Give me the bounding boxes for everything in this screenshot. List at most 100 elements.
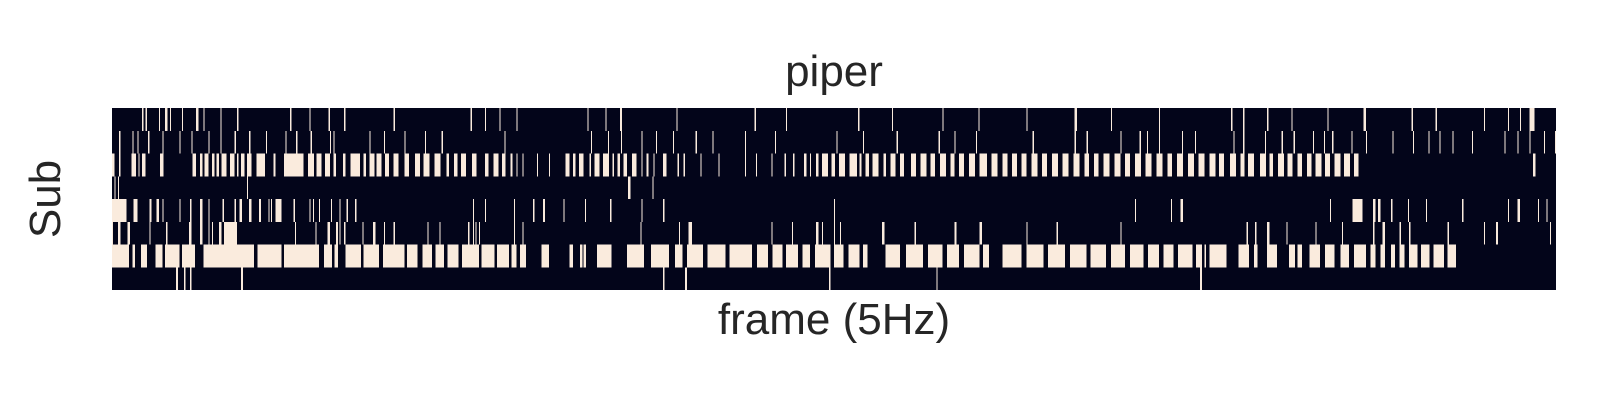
heatmap-cell: [821, 221, 824, 245]
heatmap-cell: [991, 153, 998, 177]
heatmap-cell: [1278, 153, 1285, 177]
heatmap-cell: [1259, 153, 1266, 177]
heatmap-cell: [1315, 153, 1322, 177]
heatmap-cell: [434, 153, 441, 177]
heatmap-cell: [1002, 244, 1022, 268]
heatmap-cell: [1209, 153, 1216, 177]
heatmap-cell: [1090, 244, 1106, 268]
heatmap-cell: [284, 244, 319, 268]
heatmap-cell: [246, 176, 248, 199]
heatmap-cell: [424, 130, 427, 154]
heatmap-cell: [369, 130, 371, 154]
heatmap-cell: [672, 130, 674, 154]
heatmap-cell: [1187, 153, 1194, 177]
heatmap-cell: [112, 199, 127, 222]
heatmap-cell: [1380, 244, 1386, 268]
heatmap-cell: [1158, 108, 1161, 131]
heatmap-cell: [473, 199, 475, 222]
heatmap-cell: [1447, 221, 1449, 245]
heatmap-cell: [468, 221, 470, 245]
heatmap-cell: [475, 221, 477, 245]
heatmap-cell: [930, 153, 936, 177]
heatmap-cell: [1125, 153, 1131, 177]
heatmap-cell: [335, 221, 338, 245]
heatmap-cell: [1012, 153, 1017, 177]
heatmap-cell: [446, 153, 449, 177]
heatmap-cell: [840, 221, 842, 245]
heatmap-cell: [1021, 153, 1027, 177]
heatmap-cell: [166, 221, 168, 245]
heatmap-cell: [756, 244, 768, 268]
chart-title: piper: [785, 47, 883, 96]
heatmap-cell: [1353, 244, 1366, 268]
heatmap-cell: [293, 199, 295, 222]
heatmap-cell: [404, 130, 406, 154]
heatmap-cell: [1370, 244, 1376, 268]
heatmap-cell: [542, 199, 544, 222]
heatmap-cell: [1533, 153, 1536, 177]
heatmap-cell: [1471, 130, 1473, 154]
heatmap-cell: [1086, 130, 1088, 154]
heatmap-cell: [344, 221, 346, 245]
heatmap-cell: [848, 244, 860, 268]
heatmap-cell: [1134, 153, 1141, 177]
heatmap-cell: [516, 108, 518, 131]
heatmap-cell: [1069, 244, 1087, 268]
heatmap-cell: [1233, 130, 1235, 154]
heatmap-cell: [1435, 108, 1437, 131]
heatmap-cell: [1392, 130, 1394, 154]
heatmap-cell: [1329, 199, 1331, 222]
heatmap-cell: [1297, 153, 1303, 177]
heatmap-cell: [1170, 199, 1173, 222]
heatmap-cell: [1134, 199, 1137, 222]
heatmap-row-4: [112, 199, 1548, 222]
heatmap-cell: [1309, 244, 1321, 268]
heatmap-cell: [1365, 130, 1368, 154]
heatmap-cell: [1543, 130, 1546, 154]
heatmap-cell: [112, 244, 129, 268]
heatmap-cell: [331, 199, 333, 222]
heatmap-cell: [1399, 221, 1401, 245]
heatmap-cell: [346, 199, 348, 222]
heatmap-cell: [1229, 153, 1236, 177]
heatmap-cell: [453, 153, 458, 177]
heatmap-cell: [1447, 244, 1457, 268]
heatmap-cell: [393, 221, 395, 245]
heatmap-cell: [275, 199, 282, 222]
heatmap-cell: [404, 153, 410, 177]
heatmap-cell: [1297, 244, 1303, 268]
y-axis-label: Sub: [21, 159, 70, 239]
heatmap-cell: [663, 267, 665, 290]
heatmap-cell: [565, 153, 570, 177]
heatmap-cell: [234, 199, 236, 222]
heatmap-cell: [155, 244, 157, 268]
heatmap-cell: [1537, 199, 1540, 222]
heatmap-cell: [1031, 153, 1038, 177]
heatmap-cell: [1409, 244, 1418, 268]
heatmap-cell: [785, 108, 788, 131]
heatmap-cell: [803, 153, 807, 177]
heatmap-cell: [849, 153, 857, 177]
heatmap-cell: [1327, 108, 1329, 131]
heatmap-cell: [865, 153, 869, 177]
heatmap-cell: [112, 221, 114, 245]
heatmap-cell: [519, 244, 526, 268]
heatmap-cell: [1240, 153, 1245, 177]
heatmap-cell: [199, 153, 203, 177]
heatmap-cell: [344, 108, 346, 131]
heatmap-cell: [284, 153, 304, 177]
heatmap-cell: [415, 153, 421, 177]
heatmap-cell: [729, 244, 753, 268]
heatmap-cell: [460, 153, 466, 177]
heatmap-cell: [190, 267, 192, 290]
heatmap-cell: [1246, 221, 1248, 245]
heatmap-cell: [246, 153, 252, 177]
heatmap-cell: [1281, 130, 1283, 154]
heatmap-cell: [1002, 153, 1008, 177]
heatmap-cell: [1412, 130, 1414, 154]
heatmap-cell: [906, 244, 924, 268]
heatmap-row-5: [112, 221, 1552, 245]
heatmap-cell: [240, 267, 242, 290]
heatmap-cell: [791, 221, 794, 245]
heatmap-cell: [950, 153, 955, 177]
